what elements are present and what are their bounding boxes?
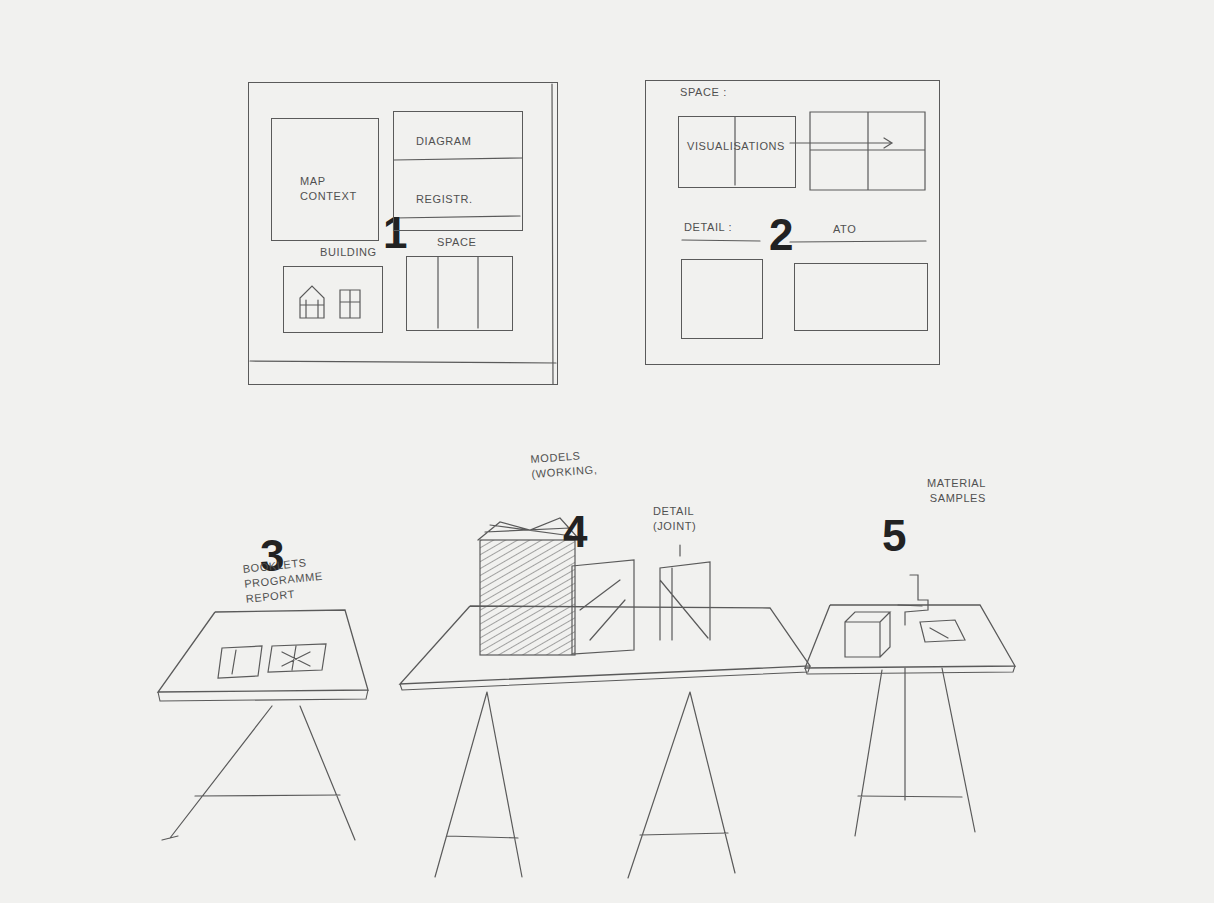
handwritten-label: MODELS (WORKING, bbox=[530, 446, 614, 481]
table-legs bbox=[855, 668, 975, 836]
board-panel: BUILDING bbox=[283, 266, 383, 333]
display-table: 3BOOKLETS PROGRAMME REPORT bbox=[150, 530, 375, 710]
section-heading: SPACE : bbox=[680, 86, 727, 98]
booklet-sketch bbox=[218, 644, 326, 678]
arrow bbox=[790, 138, 892, 148]
table-top bbox=[800, 470, 1020, 680]
grid-box bbox=[810, 112, 925, 190]
display-table: 4 MODELS (WORKING, DETAIL (JOINT) bbox=[395, 448, 820, 698]
material-sample bbox=[845, 575, 965, 657]
board-panel: SPACE bbox=[406, 256, 513, 331]
table-legs bbox=[435, 692, 735, 878]
handwritten-label: BUILDING bbox=[320, 245, 400, 260]
handwritten-label: VISUALISATIONS bbox=[687, 139, 799, 154]
handwritten-label: DIAGRAM bbox=[416, 134, 516, 149]
board-panel: ATO bbox=[794, 263, 928, 331]
display-board: 2 VISUALISATIONS DETAIL : ATO bbox=[645, 80, 940, 365]
display-board: 1 MAP CONTEXT DIAGRAM REGISTR. BUILDING SPACE bbox=[248, 82, 558, 385]
handwritten-label: REGISTR. bbox=[416, 192, 516, 207]
handwritten-label: SPACE bbox=[437, 235, 507, 250]
handwritten-label: DETAIL (JOINT) bbox=[653, 504, 723, 534]
table-top bbox=[395, 448, 820, 698]
table-top-outline bbox=[400, 606, 810, 684]
board-frame-line bbox=[250, 84, 556, 384]
house-sketch bbox=[300, 286, 360, 318]
callout-number: 5 bbox=[882, 514, 906, 558]
table-top-outline bbox=[158, 610, 368, 692]
panel-divider bbox=[438, 257, 478, 328]
handwritten-label: ATO bbox=[833, 222, 893, 237]
board-panel: DETAIL : bbox=[681, 259, 763, 339]
board-panel: VISUALISATIONS bbox=[678, 116, 796, 188]
table-top-edge bbox=[400, 666, 810, 690]
hatched-model bbox=[480, 540, 575, 655]
board-panel: DIAGRAM REGISTR. bbox=[393, 111, 523, 231]
table-top-edge bbox=[805, 666, 1015, 674]
display-table: 5 MATERIAL SAMPLES bbox=[800, 470, 1020, 680]
table-top-edge bbox=[158, 690, 368, 701]
table-legs bbox=[162, 706, 355, 840]
callout-number: 4 bbox=[563, 510, 587, 554]
handwritten-label: DETAIL : bbox=[684, 220, 764, 235]
board-panel: MAP CONTEXT bbox=[271, 118, 379, 241]
panel-divider bbox=[394, 158, 522, 218]
callout-number: 2 bbox=[769, 213, 793, 257]
detail-model bbox=[660, 545, 710, 640]
table-top-outline bbox=[805, 605, 1015, 668]
underline bbox=[682, 240, 926, 242]
handwritten-label: MATERIAL SAMPLES bbox=[878, 476, 986, 506]
handwritten-label: MAP CONTEXT bbox=[300, 174, 366, 204]
callout-number: 1 bbox=[383, 211, 407, 255]
